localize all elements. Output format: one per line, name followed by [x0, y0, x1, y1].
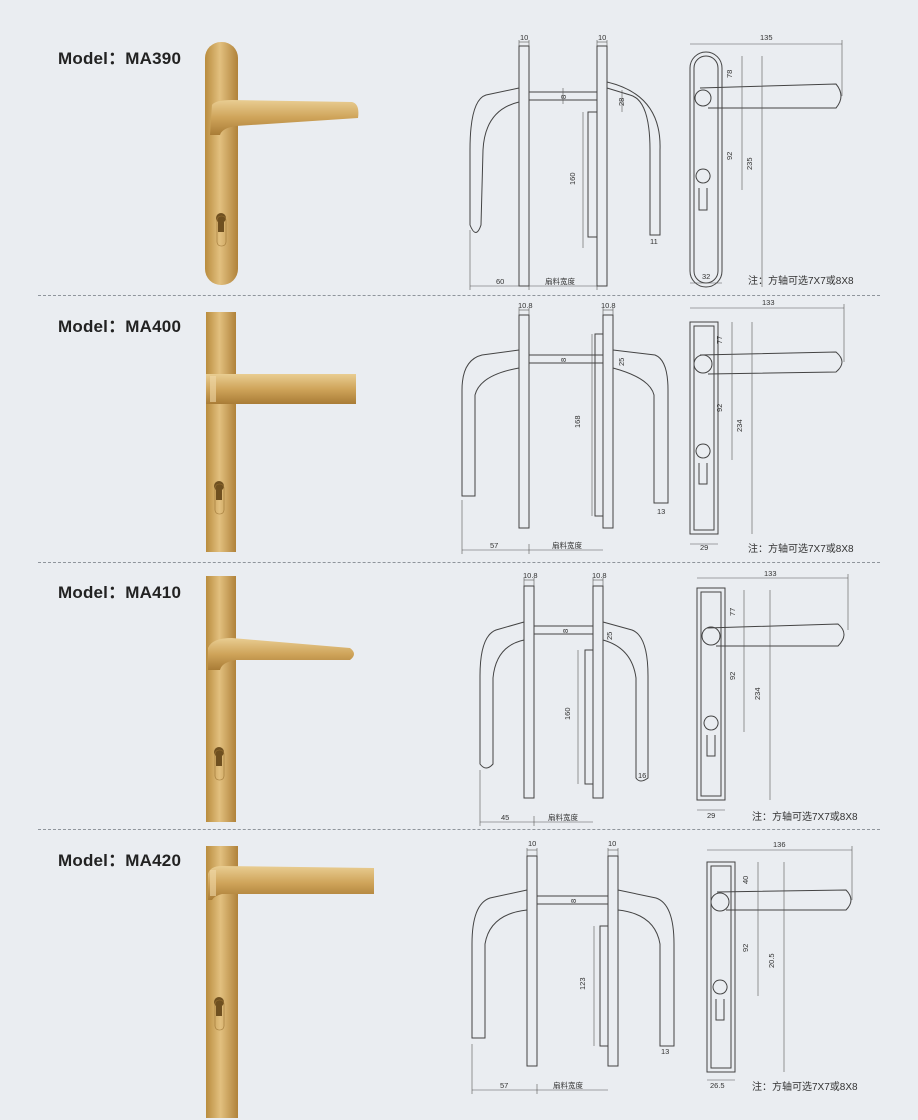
model-title: Model：MA400 — [58, 317, 182, 336]
dim-front-mid: 92 — [741, 944, 750, 952]
dim-front-top: 77 — [715, 336, 724, 344]
dim-front-height: 234 — [753, 687, 762, 700]
product-row-ma400: Model：MA400 10.8 10.8 8 25 168 13 57 扇料宽… — [0, 298, 918, 562]
model-title: Model：MA420 — [58, 851, 182, 870]
dim-top-left: 10.8 — [523, 571, 538, 580]
dim-front-bottom: 26.5 — [710, 1081, 725, 1090]
dim-grip: 13 — [657, 507, 665, 516]
product-photo — [206, 846, 374, 1118]
dim-front-top: 78 — [725, 70, 734, 78]
dim-front-height: 20.5 — [767, 953, 776, 968]
dim-door-thickness: 扇料宽度 — [553, 1080, 583, 1090]
model-title: Model：MA410 — [58, 583, 182, 602]
dim-projection: 57 — [490, 541, 498, 550]
dim-grip: 13 — [661, 1047, 669, 1056]
spindle-note: 注：方轴可选7X7或8X8 — [748, 544, 854, 555]
product-photo — [206, 312, 356, 552]
dim-front-bottom: 29 — [700, 543, 708, 552]
dim-spindle: 8 — [559, 358, 568, 362]
side-view-drawing: 10 10 8 123 13 57 扇料宽度 — [471, 839, 675, 1094]
dim-hole-spacing: 160 — [563, 707, 572, 720]
dim-offset: 25 — [605, 632, 614, 640]
side-view-drawing: 10.8 10.8 8 25 160 16 45 扇料宽度 — [479, 571, 649, 826]
product-photo — [206, 576, 354, 822]
product-row-ma410: Model：MA410 10.8 10.8 8 25 160 16 45 扇料宽… — [0, 566, 918, 828]
spindle-note: 注：方轴可选7X7或8X8 — [748, 276, 854, 287]
dim-top-right: 10 — [598, 33, 606, 42]
dim-front-mid: 92 — [725, 152, 734, 160]
dim-hole-spacing: 168 — [573, 415, 582, 428]
dim-top-left: 10 — [520, 33, 528, 42]
dim-grip: 11 — [650, 237, 658, 246]
dim-front-width: 133 — [764, 569, 777, 578]
dim-top-left: 10 — [528, 839, 536, 848]
dim-front-top: 40 — [741, 876, 750, 884]
dim-top-right: 10.8 — [592, 571, 607, 580]
spindle-note: 注：方轴可选7X7或8X8 — [752, 1082, 858, 1093]
dim-hole-spacing: 160 — [568, 172, 577, 185]
dim-door-thickness: 扇料宽度 — [552, 540, 582, 550]
separator — [38, 562, 880, 563]
product-row-ma390: Model：MA390 10 10 8 28 160 11 — [0, 0, 918, 295]
separator — [38, 829, 880, 830]
dim-front-height: 234 — [735, 419, 744, 432]
dim-front-width: 136 — [773, 840, 786, 849]
separator — [38, 295, 880, 296]
dim-grip: 16 — [638, 771, 646, 780]
model-title: Model：MA390 — [58, 49, 182, 68]
side-view-drawing: 10 10 8 28 160 11 60 扇料宽度 — [469, 33, 661, 290]
dim-spindle: 8 — [569, 899, 578, 903]
dim-front-mid: 92 — [715, 404, 724, 412]
spindle-note: 注：方轴可选7X7或8X8 — [752, 812, 858, 823]
product-row-ma420: Model：MA420 10 10 8 123 13 57 扇料宽度 — [0, 834, 918, 1120]
dim-projection: 60 — [496, 277, 504, 286]
front-view-drawing: 133 77 92 234 29 — [696, 569, 849, 820]
dim-door-thickness: 扇料宽度 — [545, 276, 575, 286]
dim-front-bottom: 32 — [702, 272, 710, 281]
dim-spindle: 8 — [561, 629, 570, 633]
dim-top-left: 10.8 — [518, 301, 533, 310]
front-view-drawing: 135 78 92 235 32 — [689, 33, 843, 288]
product-photo — [205, 42, 359, 285]
front-view-drawing: 136 40 92 20.5 26.5 — [706, 840, 853, 1090]
dim-top-right: 10 — [608, 839, 616, 848]
dim-front-mid: 92 — [728, 672, 737, 680]
dim-hole-spacing: 123 — [578, 977, 587, 990]
dim-projection: 45 — [501, 813, 509, 822]
dim-front-width: 135 — [760, 33, 773, 42]
dim-front-height: 235 — [745, 157, 754, 170]
dim-offset: 25 — [617, 358, 626, 366]
dim-front-width: 133 — [762, 298, 775, 307]
dim-projection: 57 — [500, 1081, 508, 1090]
dim-top-right: 10.8 — [601, 301, 616, 310]
dim-front-bottom: 29 — [707, 811, 715, 820]
dim-door-thickness: 扇料宽度 — [548, 812, 578, 822]
side-view-drawing: 10.8 10.8 8 25 168 13 57 扇料宽度 — [461, 301, 669, 554]
dim-front-top: 77 — [728, 608, 737, 616]
front-view-drawing: 133 77 92 234 29 — [689, 298, 845, 552]
dim-offset: 28 — [617, 98, 626, 106]
dim-spindle: 8 — [559, 95, 568, 99]
